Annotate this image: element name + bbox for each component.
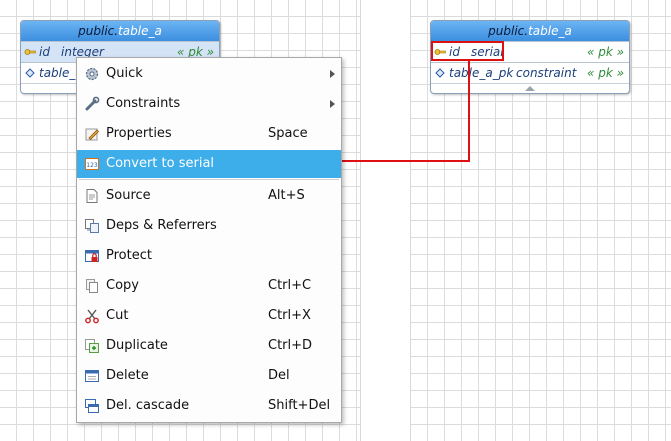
column-name: id (449, 45, 460, 59)
annotation-highlight-box (431, 41, 504, 61)
menu-separator (79, 179, 339, 180)
svg-text:123: 123 (86, 162, 98, 169)
column-type: integer (61, 45, 104, 59)
menu-item-constraints[interactable]: Constraints (77, 90, 341, 118)
menu-shortcut: Ctrl+D (268, 338, 313, 353)
column-name: id (39, 45, 50, 59)
menu-shortcut: Ctrl+X (268, 308, 311, 323)
table-left-name: table_a (118, 24, 162, 38)
duplicate-icon (85, 339, 99, 353)
column-type: serial (471, 45, 504, 59)
deps-referrers-icon (85, 219, 99, 233)
table-left[interactable]: public.table_a id integer « pk » table_a (20, 20, 220, 94)
menu-label: Del. cascade (106, 398, 190, 413)
table-right-header[interactable]: public.table_a (431, 21, 629, 41)
menu-label: Source (106, 188, 151, 203)
menu-label: Cut (106, 308, 129, 323)
menu-shortcut: Del (268, 368, 290, 383)
submenu-arrow-icon (330, 70, 335, 78)
constraint-icon (25, 68, 35, 78)
menu-label: Protect (106, 248, 152, 263)
primary-key-icon (24, 49, 36, 55)
table-right-schema: public. (488, 24, 529, 38)
menu-shortcut: Ctrl+C (268, 278, 312, 293)
table-right[interactable]: public.table_a id serial « pk » table_a_… (430, 20, 630, 94)
menu-label: Delete (106, 368, 149, 383)
constraint-name: table_a_pk (449, 66, 514, 80)
convert-serial-icon: 123 (85, 158, 99, 170)
quick-gear-icon (85, 67, 99, 81)
pk-marker: « pk » (176, 45, 214, 59)
protect-lock-icon (85, 250, 99, 262)
menu-item-duplicate[interactable]: Duplicate Ctrl+D (77, 332, 341, 360)
submenu-arrow-icon (330, 100, 335, 108)
menu-item-source[interactable]: Source Alt+S (77, 182, 341, 210)
table-right-name: table_a (528, 24, 572, 38)
menu-label: Convert to serial (106, 156, 215, 171)
menu-label: Properties (106, 126, 172, 141)
menu-label: Constraints (106, 96, 181, 111)
menu-shortcut: Shift+Del (268, 398, 331, 413)
menu-shortcut: Space (268, 126, 308, 141)
cut-scissors-icon (85, 309, 99, 324)
primary-key-icon (434, 49, 446, 55)
menu-shortcut: Alt+S (268, 188, 305, 203)
pk-marker: « pk » (586, 45, 624, 59)
constraint-name: table_a (39, 66, 83, 80)
context-menu: Quick Constraints Properties Space 123 C… (76, 57, 342, 423)
constraint-icon (435, 68, 445, 78)
copy-icon (86, 279, 98, 293)
menu-label: Quick (106, 66, 143, 81)
menu-item-convert-to-serial[interactable]: 123 Convert to serial (77, 150, 341, 178)
menu-item-deps-referrers[interactable]: Deps & Referrers (77, 212, 341, 240)
delete-cascade-icon (85, 399, 99, 413)
table-right-constraint-row[interactable]: table_a_pk constraint « pk » (431, 62, 629, 83)
table-left-schema: public. (78, 24, 119, 38)
menu-label: Duplicate (106, 338, 168, 353)
menu-item-cut[interactable]: Cut Ctrl+X (77, 302, 341, 330)
menu-item-delete[interactable]: Delete Del (77, 362, 341, 390)
expand-triangle-icon[interactable] (525, 86, 535, 91)
properties-pencil-icon (85, 128, 100, 141)
menu-item-copy[interactable]: Copy Ctrl+C (77, 272, 341, 300)
menu-label: Copy (106, 278, 139, 293)
menu-item-quick[interactable]: Quick (77, 60, 341, 88)
pk-marker: « pk » (586, 66, 624, 80)
constraints-wrench-icon (85, 96, 100, 111)
source-document-icon (86, 189, 98, 203)
menu-item-del-cascade[interactable]: Del. cascade Shift+Del (77, 392, 341, 420)
constraint-type: constraint (516, 66, 577, 80)
table-left-header[interactable]: public.table_a (21, 21, 219, 41)
table-left-column-row[interactable]: id integer « pk » (21, 41, 219, 62)
table-right-column-row[interactable]: id serial « pk » (431, 41, 629, 62)
table-right-footer[interactable] (431, 83, 629, 93)
menu-item-protect[interactable]: Protect (77, 242, 341, 270)
menu-item-properties[interactable]: Properties Space (77, 120, 341, 148)
menu-label: Deps & Referrers (106, 218, 217, 233)
delete-icon (85, 370, 99, 382)
